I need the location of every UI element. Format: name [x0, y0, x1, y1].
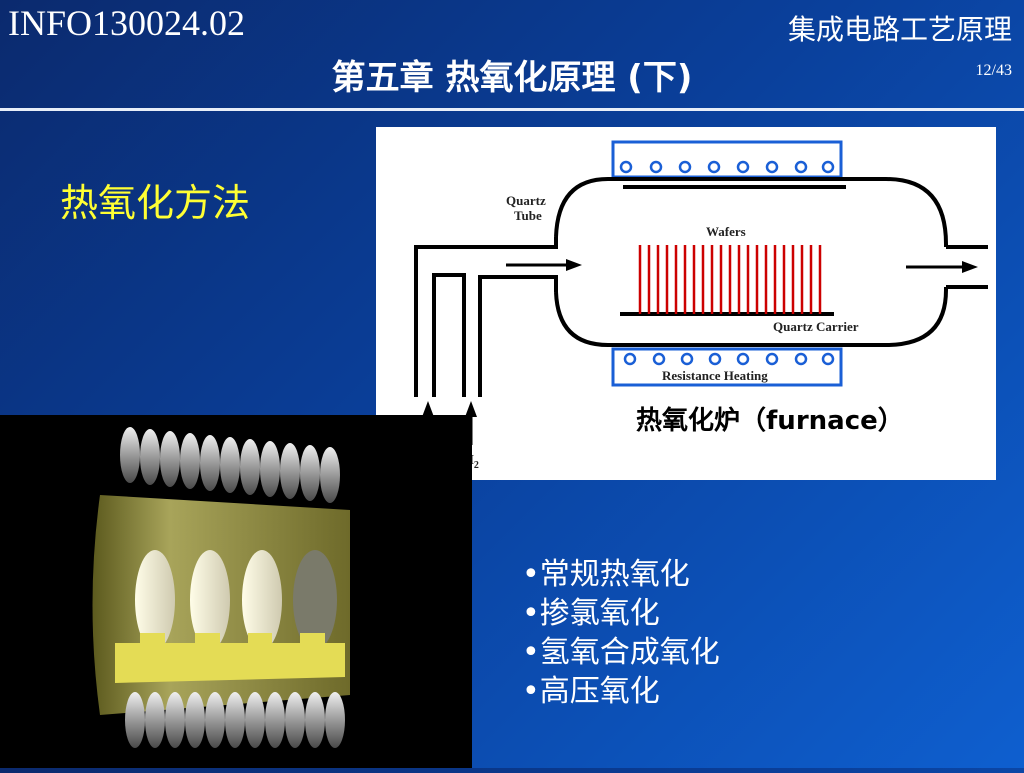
- label-resistance-heating: Resistance Heating: [662, 368, 768, 383]
- top-heater-coils: [619, 160, 835, 174]
- bottom-coil: [125, 692, 345, 748]
- wafers: [638, 245, 822, 314]
- inlet-pipe-outer: [414, 237, 558, 397]
- furnace-schematic: Quartz Tube Wafers Quartz Carrier Resist…: [414, 140, 988, 471]
- wafer-carrier-3d: [115, 633, 345, 683]
- inlet-arrow-head: [566, 259, 582, 271]
- top-coil: [120, 427, 340, 503]
- oxidation-methods-list: 常规热氧化 掺氯氧化 氢氧合成氧化 高压氧化: [522, 555, 720, 711]
- inlet-pipe-middle: [432, 273, 466, 397]
- chapter-title: 第五章 热氧化原理 (下): [331, 58, 693, 98]
- list-item: 高压氧化: [522, 672, 720, 711]
- section-title: 热氧化方法: [60, 181, 251, 225]
- furnace-diagram: Quartz Tube Wafers Quartz Carrier Resist…: [376, 127, 996, 480]
- wafer-3d: [190, 550, 230, 650]
- wafer-3d: [293, 550, 337, 650]
- top-heater: [611, 140, 843, 179]
- wafer-3d: [242, 550, 282, 650]
- list-item: 常规热氧化: [522, 555, 720, 594]
- outlet-arrow-head: [962, 261, 978, 273]
- furnace-3d-image: [0, 415, 472, 768]
- list-item: 氢氧合成氧化: [522, 633, 720, 672]
- furnace-3d-illustration: [92, 427, 350, 748]
- tube-bottom-wall: [554, 287, 948, 347]
- page-number: 12/43: [975, 62, 1012, 79]
- furnace-caption: 热氧化炉（furnace）: [636, 406, 904, 436]
- inlet-pipe-inner: [478, 275, 558, 397]
- label-tube: Tube: [514, 208, 542, 223]
- header-divider: [0, 108, 1024, 111]
- slide-header: INFO130024.02 集成电路工艺原理 第五章 热氧化原理 (下) 12/…: [0, 0, 1024, 108]
- label-wafers: Wafers: [706, 224, 746, 239]
- label-quartz-carrier: Quartz Carrier: [773, 319, 859, 334]
- bottom-heater-coils: [623, 352, 835, 366]
- h2-arrow-head: [465, 401, 477, 417]
- bottom-heater: [611, 347, 843, 387]
- course-code: INFO130024.02: [8, 3, 246, 43]
- course-name: 集成电路工艺原理: [787, 13, 1012, 46]
- list-item: 掺氯氧化: [522, 594, 720, 633]
- tube-top-wall: [554, 177, 948, 247]
- o2-arrow-head: [422, 401, 434, 417]
- wafer-3d: [135, 550, 175, 650]
- label-quartz: Quartz: [506, 193, 546, 208]
